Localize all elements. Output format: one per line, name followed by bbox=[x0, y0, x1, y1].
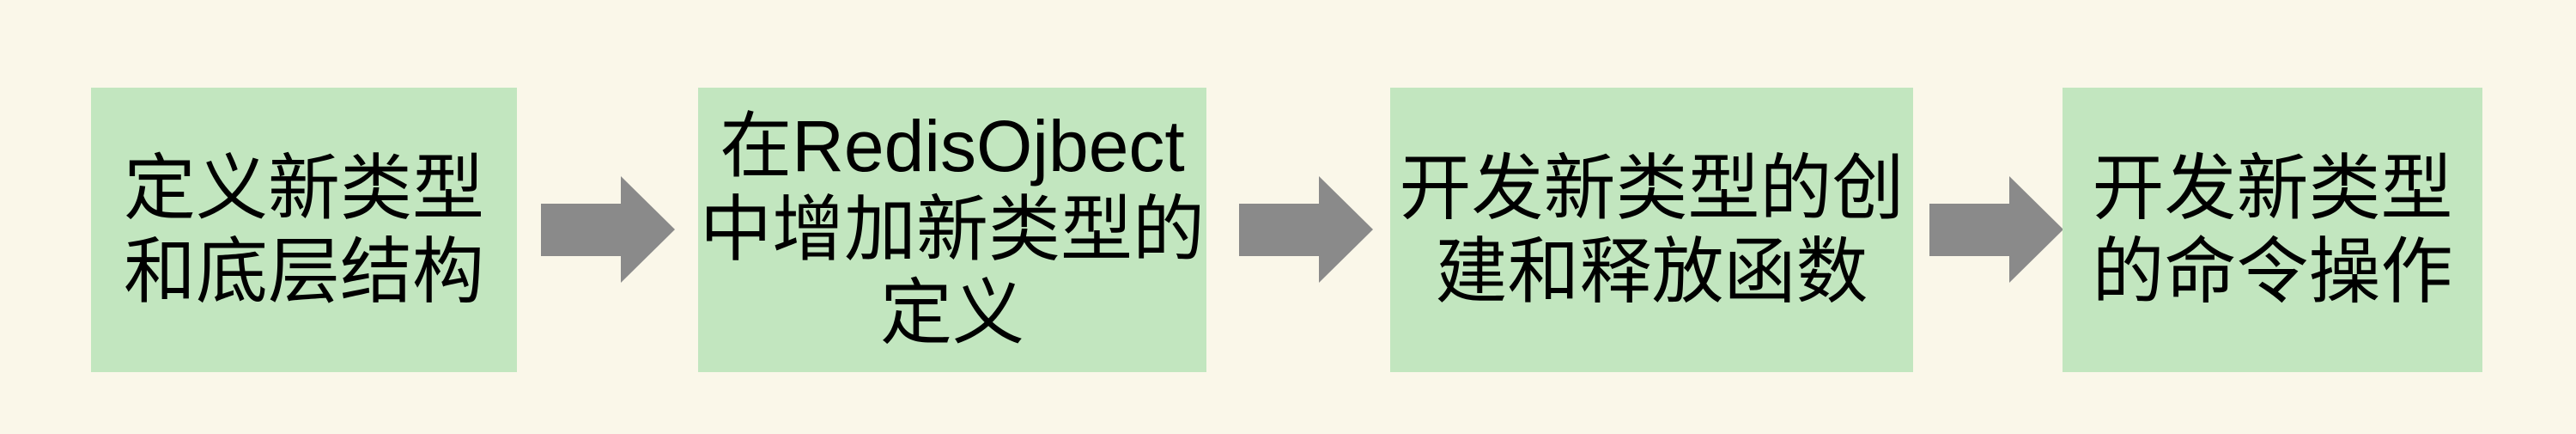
flow-step-2: 在RedisOjbect 中增加新类型的 定义 bbox=[698, 88, 1206, 372]
flow-step-4: 开发新类型 的命令操作 bbox=[2063, 88, 2482, 372]
flow-step-4-line-1: 开发新类型 bbox=[2092, 147, 2453, 229]
arrow-head bbox=[2009, 176, 2063, 283]
flow-step-1: 定义新类型 和底层结构 bbox=[91, 88, 517, 372]
flow-step-3-line-1: 开发新类型的创 bbox=[1399, 147, 1905, 229]
flow-step-3-line-2: 建和释放函数 bbox=[1435, 230, 1868, 312]
flow-step-3: 开发新类型的创 建和释放函数 bbox=[1390, 88, 1913, 372]
arrow-shaft bbox=[1239, 204, 1320, 256]
arrow-shaft bbox=[541, 204, 622, 256]
flow-step-4-line-2: 的命令操作 bbox=[2092, 230, 2453, 312]
flow-step-2-line-3: 定义 bbox=[879, 272, 1024, 353]
arrow-right-icon bbox=[541, 176, 675, 284]
arrow-head bbox=[621, 176, 675, 283]
flow-step-2-line-2: 中增加新类型的 bbox=[699, 189, 1205, 270]
arrow-shaft bbox=[1929, 204, 2010, 256]
arrow-right-icon bbox=[1239, 176, 1373, 284]
flow-step-2-line-1: 在RedisOjbect bbox=[720, 106, 1185, 186]
flow-step-1-line-1: 定义新类型 bbox=[123, 147, 484, 229]
arrow-right-icon bbox=[1929, 176, 2063, 284]
arrow-head bbox=[1319, 176, 1373, 283]
flow-step-1-line-2: 和底层结构 bbox=[123, 230, 484, 312]
